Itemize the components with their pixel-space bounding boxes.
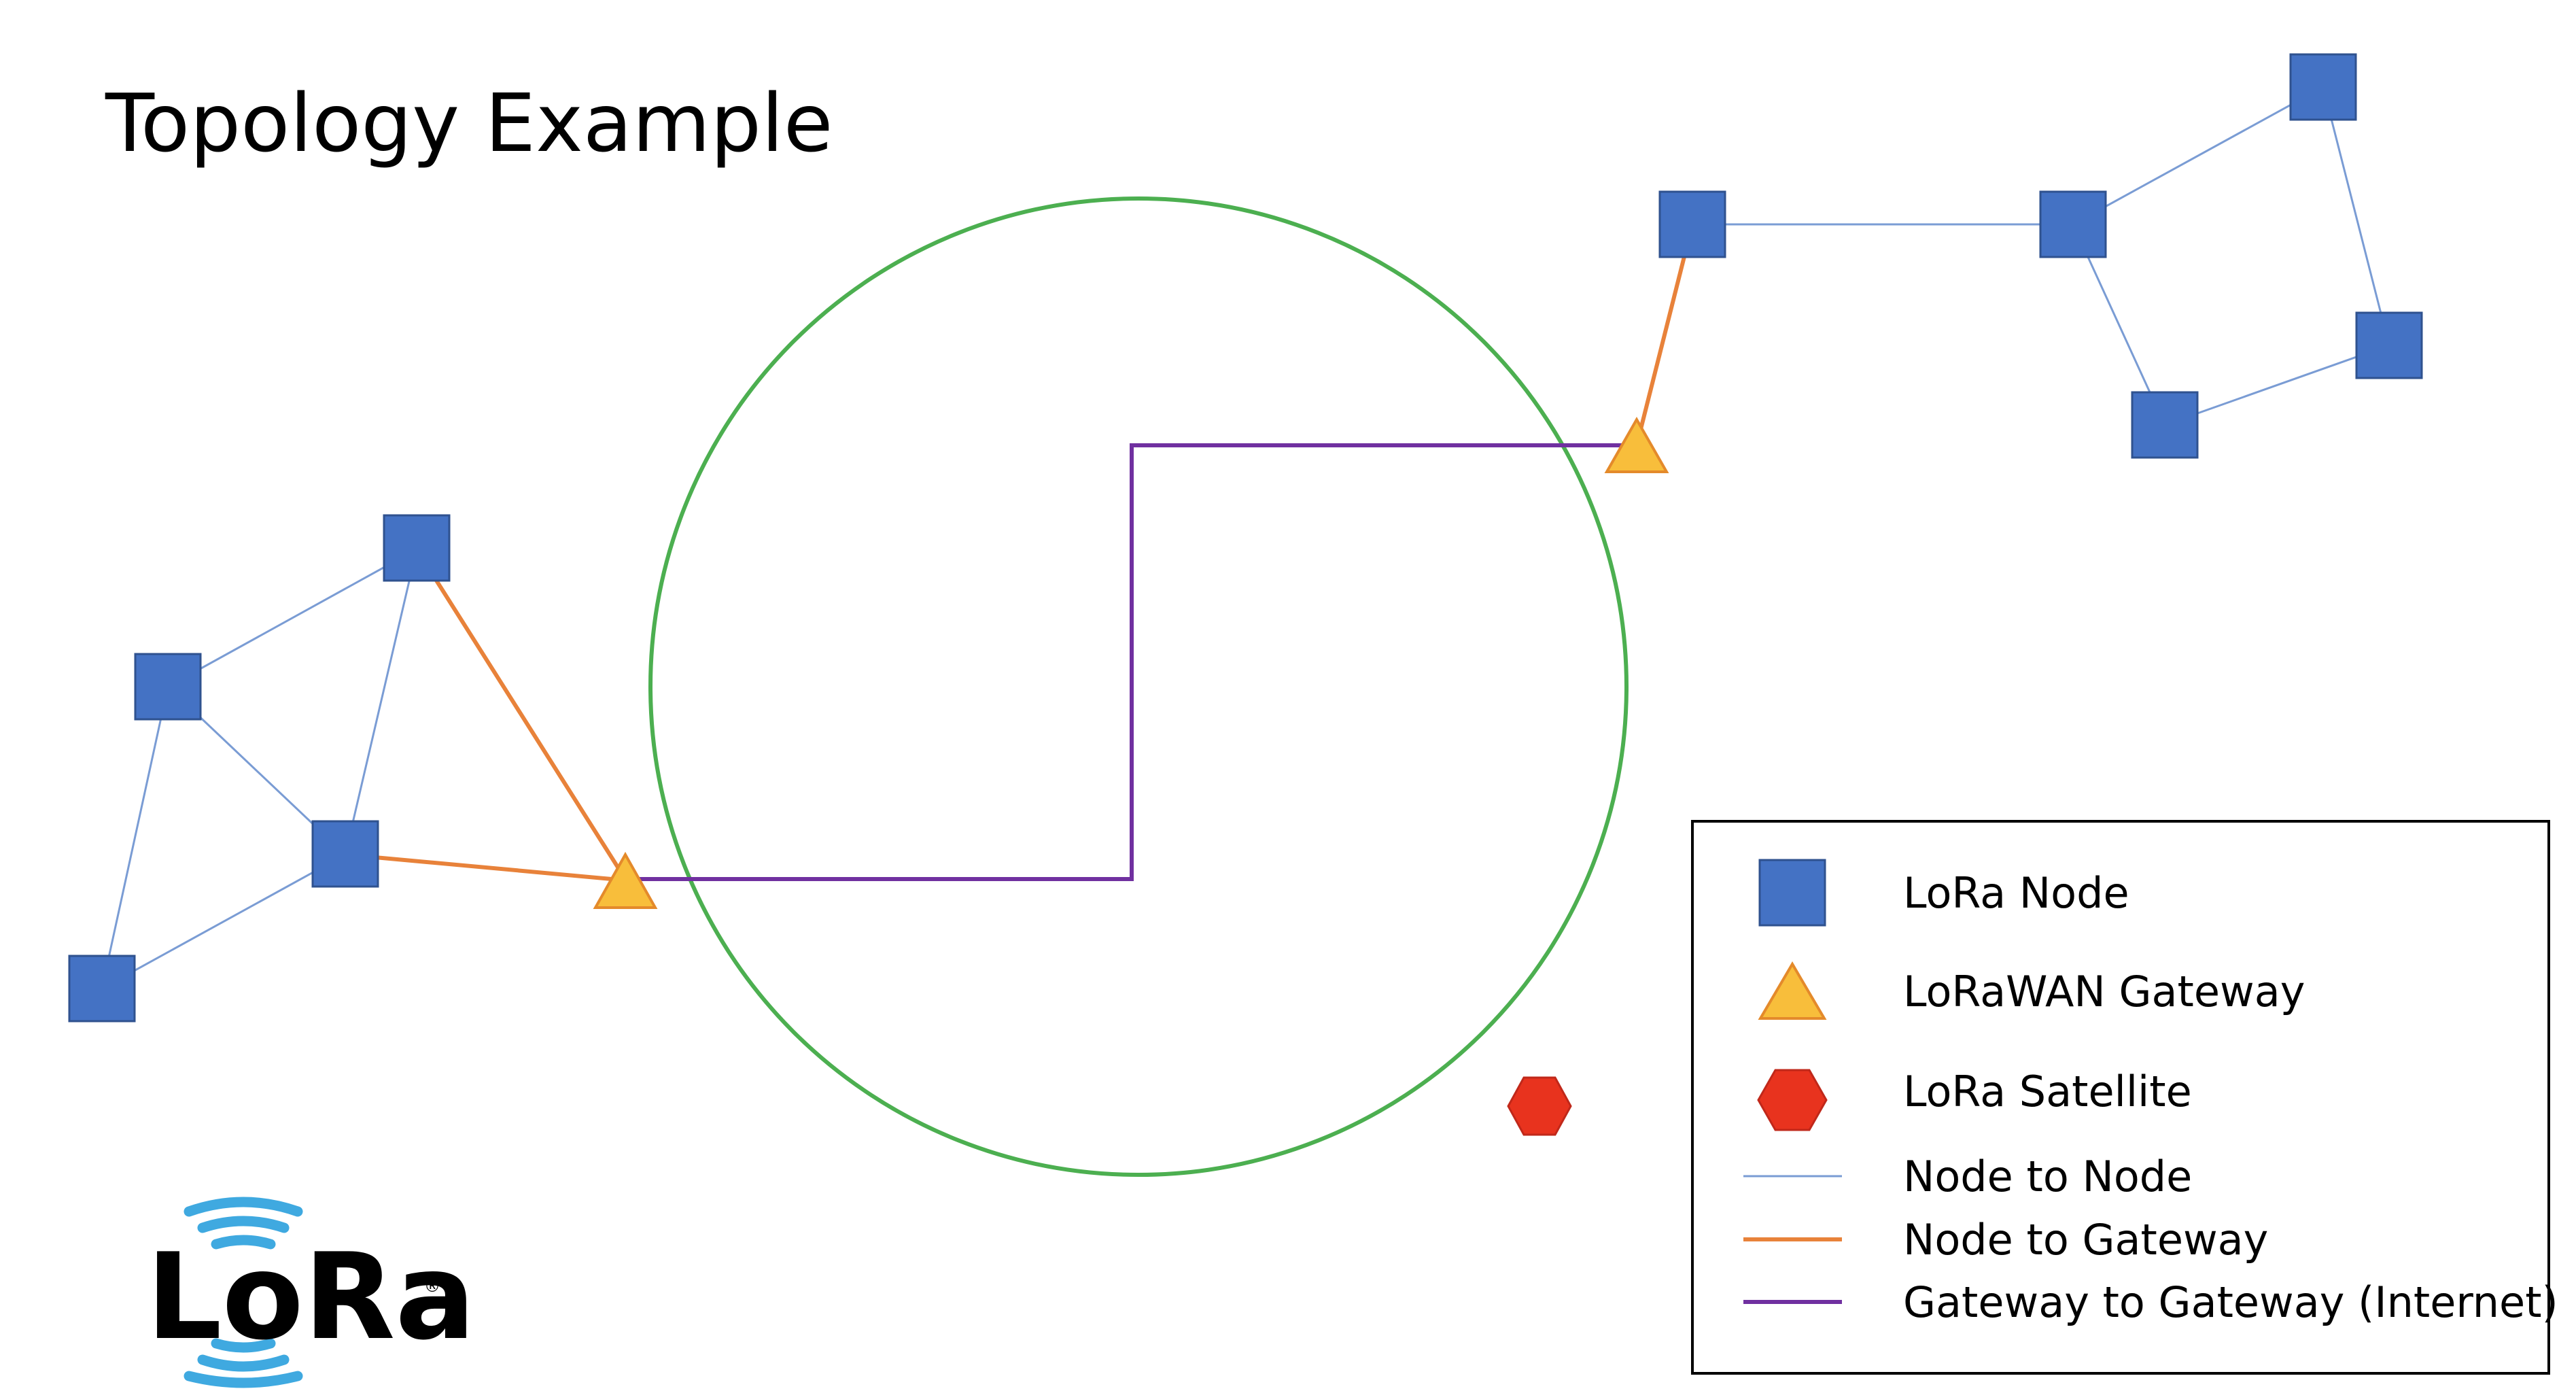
logo-wordmark: LoRa bbox=[146, 1229, 476, 1367]
lora-node bbox=[68, 955, 136, 1023]
lora-node bbox=[1658, 190, 1726, 258]
legend-satellite-symbol bbox=[1757, 1069, 1828, 1131]
legend-label-gateway-to-gateway: Gateway to Gateway (Internet) bbox=[1903, 1277, 2558, 1327]
coverage-circle bbox=[648, 196, 1629, 1177]
gateway-to-gateway-link bbox=[625, 443, 1637, 881]
node-to-node-link bbox=[2072, 86, 2324, 226]
lora-node bbox=[383, 514, 451, 582]
legend-label-lorawan-gateway: LoRaWAN Gateway bbox=[1903, 967, 2305, 1016]
node-to-node-link bbox=[101, 853, 346, 990]
legend-box bbox=[1691, 820, 2550, 1375]
legend-node-symbol bbox=[1758, 859, 1826, 927]
lora-node bbox=[2355, 311, 2423, 379]
legend-label-lora-satellite: LoRa Satellite bbox=[1903, 1067, 2192, 1116]
logo-registered-mark: ® bbox=[424, 1277, 440, 1296]
node-to-gateway-link bbox=[345, 853, 612, 881]
lora-node bbox=[311, 820, 379, 888]
node-to-node-link bbox=[101, 686, 169, 989]
lora-nodes bbox=[68, 53, 2423, 1023]
left-node-to-node-links bbox=[101, 548, 418, 990]
node-to-gateway-link bbox=[1635, 224, 1694, 446]
node-to-node-link bbox=[2322, 86, 2390, 346]
node-to-gateway-link bbox=[415, 548, 627, 880]
legend: LoRa Node LoRaWAN Gateway LoRa Satellite… bbox=[1691, 820, 2558, 1375]
lora-node bbox=[2131, 391, 2199, 459]
lorawan-gateway bbox=[1604, 416, 1669, 473]
legend-label-node-to-node: Node to Node bbox=[1903, 1152, 2192, 1201]
node-to-gateway-links bbox=[345, 224, 1694, 881]
lora-satellite bbox=[1507, 1076, 1572, 1136]
page-title: Topology Example bbox=[105, 76, 833, 170]
lora-node bbox=[134, 653, 202, 721]
lora-node bbox=[2289, 53, 2357, 121]
node-to-node-link bbox=[2164, 344, 2390, 426]
legend-gateway-symbol bbox=[1758, 961, 1827, 1020]
legend-label-node-to-gateway: Node to Gateway bbox=[1903, 1215, 2268, 1265]
legend-label-lora-node: LoRa Node bbox=[1903, 868, 2129, 918]
logo-waves-icon bbox=[184, 1197, 303, 1388]
lora-node bbox=[2039, 190, 2107, 258]
lorawan-gateways bbox=[593, 416, 1669, 909]
lorawan-gateway bbox=[593, 851, 658, 909]
node-to-node-link bbox=[167, 548, 417, 688]
node-to-node-link bbox=[344, 549, 418, 855]
lora-logo: LoRa ® bbox=[146, 1197, 476, 1388]
